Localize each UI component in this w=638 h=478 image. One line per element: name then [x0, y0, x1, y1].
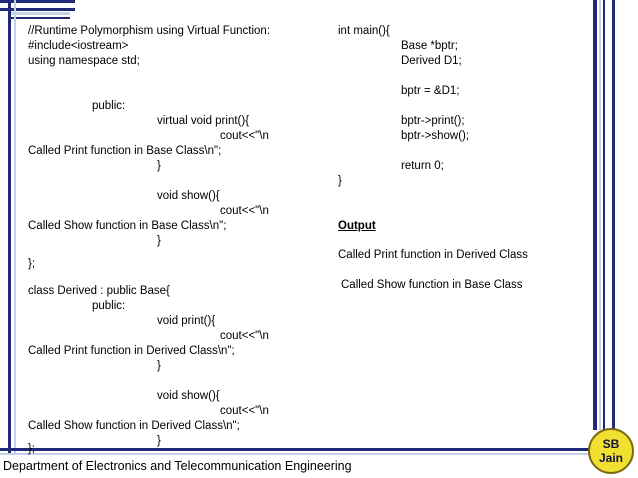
code-line: bptr->print();	[401, 115, 465, 127]
logo-line-2: Jain	[598, 451, 623, 465]
code-line: cout<<"\n	[220, 330, 269, 342]
code-line: int main(){	[338, 25, 390, 37]
code-line: }	[157, 235, 161, 247]
code-line: Called Print function in Base Class\n";	[28, 145, 222, 157]
code-line: cout<<"\n	[220, 405, 269, 417]
code-line: bptr = &D1;	[401, 85, 460, 97]
code-line: Base *bptr;	[401, 40, 458, 52]
code-line: public:	[92, 100, 126, 112]
code-line: virtual void print(){	[157, 115, 250, 127]
code-line: void show(){	[157, 390, 220, 402]
code-line: #include<iostream>	[28, 40, 129, 52]
code-line: void show(){	[157, 190, 220, 202]
footer-department: Department of Electronics and Telecommun…	[3, 459, 352, 473]
code-line: cout<<"\n	[220, 205, 269, 217]
code-line: }	[157, 360, 161, 372]
code-line: };	[28, 443, 36, 455]
code-line: void print(){	[157, 315, 216, 327]
code-line: class Derived : public Base{	[28, 285, 170, 297]
code-line: Called Show function in Base Class\n";	[28, 220, 227, 232]
code-line: Called Print function in Derived Class\n…	[28, 345, 235, 357]
code-line: using namespace std;	[28, 55, 140, 67]
output-line-1: Called Print function in Derived Class	[338, 249, 528, 261]
code-line: }	[157, 435, 161, 447]
code-line: };	[28, 258, 36, 270]
output-heading: Output	[338, 220, 376, 232]
code-line: public:	[92, 300, 126, 312]
code-line: Called Show function in Derived Class\n"…	[28, 420, 240, 432]
output-line-2: Called Show function in Base Class	[341, 279, 523, 291]
code-line: return 0;	[401, 160, 444, 172]
code-line: bptr->show();	[401, 130, 470, 142]
code-line: }	[157, 160, 161, 172]
code-line: Derived D1;	[401, 55, 462, 67]
logo-line-1: SB	[602, 437, 620, 451]
code-line: }	[338, 175, 342, 187]
sb-jain-logo: SB Jain	[588, 428, 634, 474]
code-line: cout<<"\n	[220, 130, 269, 142]
code-line: //Runtime Polymorphism using Virtual Fun…	[28, 25, 271, 37]
